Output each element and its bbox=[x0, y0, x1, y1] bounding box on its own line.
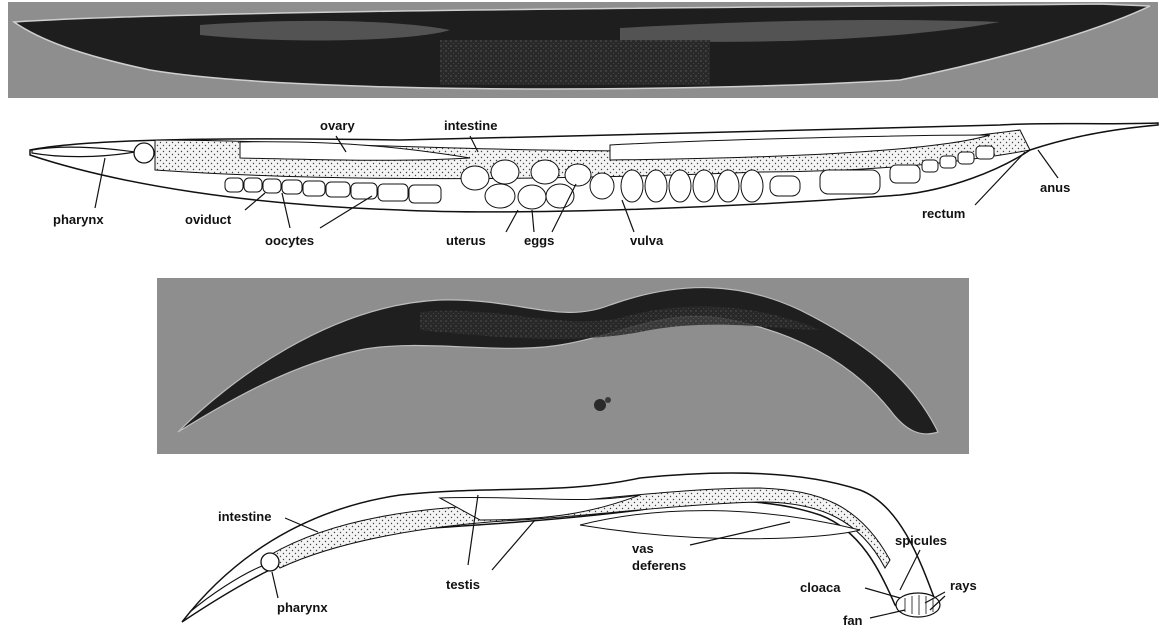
label-ovary: ovary bbox=[320, 118, 355, 133]
label-rectum: rectum bbox=[922, 206, 965, 221]
label-male-pharynx: pharynx bbox=[277, 600, 328, 615]
male-drawing: intestine pharynx testis vas deferens sp… bbox=[182, 473, 977, 628]
label-anus: anus bbox=[1040, 180, 1070, 195]
hermaphrodite-micrograph bbox=[8, 2, 1158, 98]
label-male-intestine: intestine bbox=[218, 509, 271, 524]
label-testis: testis bbox=[446, 577, 480, 592]
male-micrograph bbox=[157, 278, 969, 454]
label-oviduct: oviduct bbox=[185, 212, 232, 227]
label-fan: fan bbox=[843, 613, 863, 628]
label-eggs: eggs bbox=[524, 233, 554, 248]
label-rays: rays bbox=[950, 578, 977, 593]
label-cloaca: cloaca bbox=[800, 580, 841, 595]
label-uterus: uterus bbox=[446, 233, 486, 248]
hermaphrodite-drawing: ovary intestine pharynx oviduct oocytes … bbox=[30, 118, 1158, 248]
label-oocytes: oocytes bbox=[265, 233, 314, 248]
label-deferens: deferens bbox=[632, 558, 686, 573]
label-vulva: vulva bbox=[630, 233, 664, 248]
label-pharynx: pharynx bbox=[53, 212, 104, 227]
label-vas: vas bbox=[632, 541, 654, 556]
label-intestine: intestine bbox=[444, 118, 497, 133]
label-spicules: spicules bbox=[895, 533, 947, 548]
